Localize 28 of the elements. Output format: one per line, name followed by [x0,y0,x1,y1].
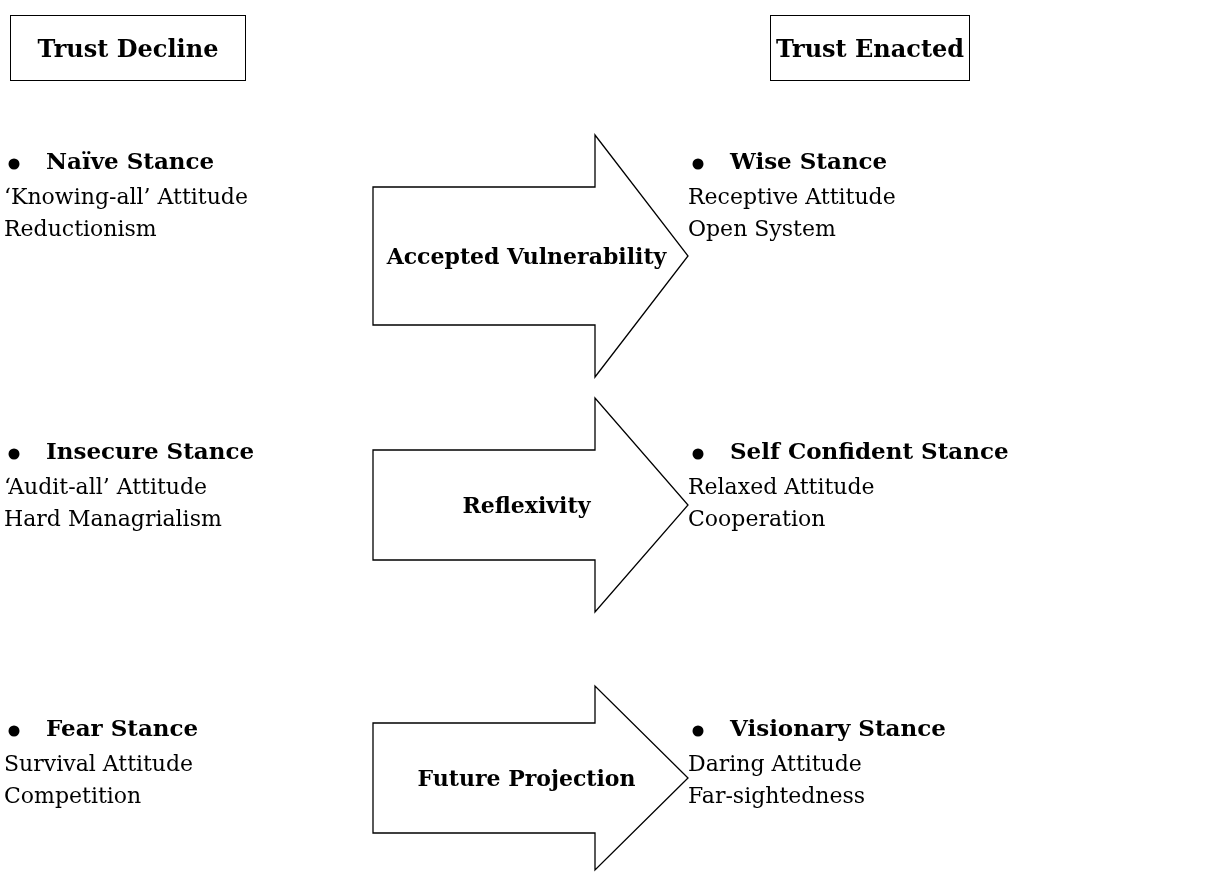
stance-item: Cooperation [688,505,827,533]
block-arrow [372,133,689,379]
heading-text: Trust Enacted [775,33,965,63]
arrow-label: Future Projection [417,765,636,791]
stance-item: Survival Attitude [4,750,195,778]
heading-box [770,15,970,81]
stance-item: Reductionism [4,215,158,243]
stance-heading: Visionary Stance [730,713,946,743]
stance-item: ‘Audit-all’ Attitude [4,473,209,501]
arrow-label: Accepted Vulnerability [386,243,667,269]
stance-heading: Naïve Stance [46,146,215,176]
stance-heading: Self Confident Stance [730,436,1009,466]
stance-heading: Insecure Stance [46,436,255,466]
stance-item: Far-sightedness [688,782,867,810]
stance-item: Hard Managrialism [4,505,223,533]
stance-heading: Fear Stance [46,713,199,743]
arrow-label: Reflexivity [462,492,591,518]
heading-text: Trust Decline [37,33,219,63]
stance-heading: Wise Stance [730,146,888,176]
stance-item: ‘Knowing-all’ Attitude [4,183,249,211]
stance-item: Daring Attitude [688,750,863,778]
stance-item: Open System [688,215,837,243]
stance-item: Receptive Attitude [688,183,897,211]
block-arrow [372,396,689,614]
stance-item: Relaxed Attitude [688,473,876,501]
block-arrow [372,684,689,872]
heading-box [10,15,246,81]
stance-item: Competition [4,782,143,810]
